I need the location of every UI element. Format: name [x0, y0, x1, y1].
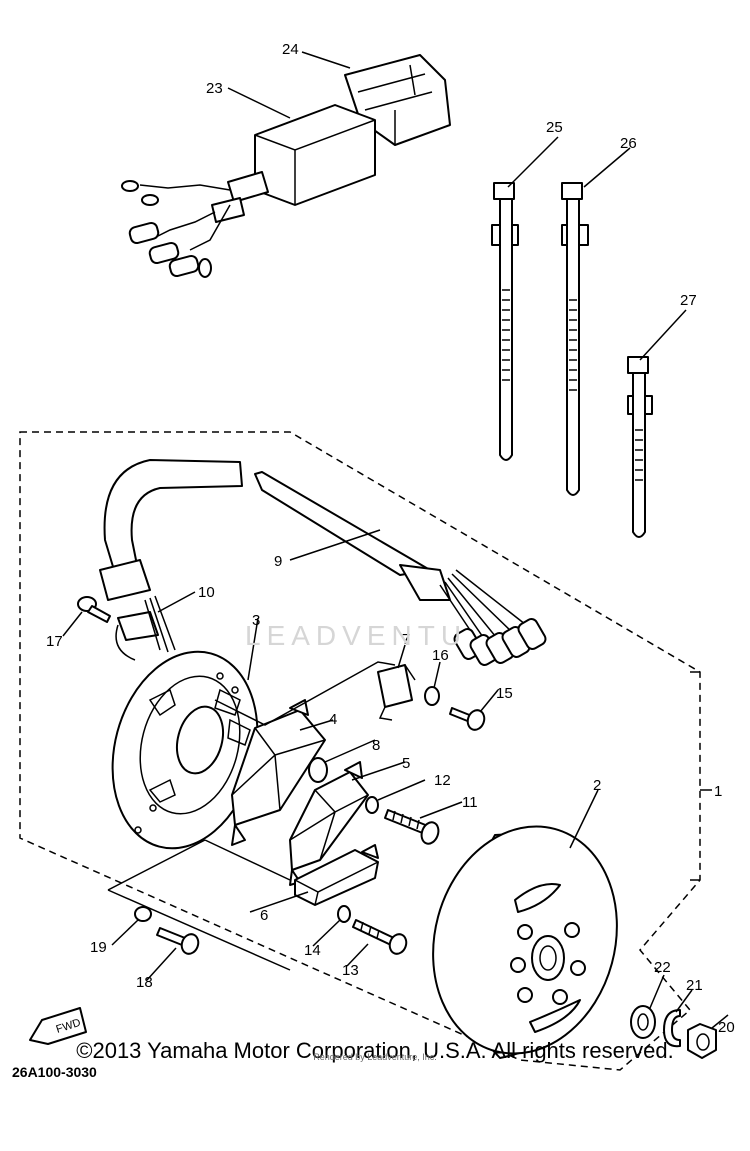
part-10-clamp [115, 595, 176, 661]
copyright-notice: ©2013 Yamaha Motor Corporation, U.S.A. A… [76, 1038, 674, 1063]
part-27-cable-tie [627, 356, 653, 538]
callout-8: 8 [372, 737, 380, 754]
callout-1: 1 [714, 783, 722, 800]
drawing-number: 26A100-3030 [12, 1064, 97, 1080]
callout-4: 4 [329, 711, 337, 728]
callout-7: 7 [402, 631, 410, 648]
part-15-screw [449, 707, 486, 731]
part-3-stator-plate [111, 650, 259, 850]
part-16-washer [424, 686, 440, 706]
callout-3: 3 [252, 612, 260, 629]
part-5-lighting-coil [289, 761, 369, 886]
callout-22: 22 [654, 959, 671, 976]
callout-17: 17 [46, 633, 63, 650]
callout-9: 9 [274, 553, 282, 570]
callout-19: 19 [90, 939, 107, 956]
assembly-boundary [19, 431, 701, 1071]
callout-26: 26 [620, 135, 637, 152]
part-6-source-coil [294, 844, 379, 906]
callout-12: 12 [434, 772, 451, 789]
part-25-cable-tie [491, 182, 519, 461]
part-19-washer [134, 906, 152, 922]
callout-11: 11 [462, 794, 478, 811]
part-21-lock-washer [663, 1009, 681, 1048]
part-26-cable-tie [561, 182, 589, 496]
part-23-cdi-unit [121, 104, 376, 278]
part-11-screw [384, 809, 440, 845]
part-2-flywheel-rotor [432, 825, 618, 1059]
part-20-nut [687, 1023, 717, 1059]
part-18-screw [156, 927, 200, 955]
leader-lines [62, 51, 729, 1029]
part-7-pickup-coil [377, 664, 416, 721]
assembly-link-lines [107, 661, 396, 971]
callout-5: 5 [402, 755, 410, 772]
callout-15: 15 [496, 685, 513, 702]
callout-25: 25 [546, 119, 563, 136]
callout-14: 14 [304, 942, 321, 959]
callout-21: 21 [686, 977, 703, 994]
watermark-subtext: Rendered by Leadventure, Inc. [313, 1052, 437, 1062]
watermark-text: LEADVENTU [245, 620, 468, 651]
part-14-washer [337, 905, 351, 923]
assembly-bracket [690, 671, 712, 881]
callout-23: 23 [206, 80, 223, 97]
callout-18: 18 [136, 974, 153, 991]
part-8-spacer [308, 757, 328, 783]
part-9-wire-harness [99, 459, 547, 666]
part-13-screw [352, 919, 408, 955]
callout-24: 24 [282, 41, 299, 58]
callout-27: 27 [680, 292, 697, 309]
callout-10: 10 [198, 584, 215, 601]
callout-13: 13 [342, 962, 359, 979]
part-22-washer [630, 1005, 656, 1039]
callout-6: 6 [260, 907, 268, 924]
callout-16: 16 [432, 647, 449, 664]
callout-2: 2 [593, 777, 601, 794]
part-12-washer [365, 796, 379, 814]
fwd-arrow-icon: FWD [29, 1007, 87, 1045]
callout-20: 20 [718, 1019, 735, 1036]
part-17-screw [77, 596, 111, 623]
